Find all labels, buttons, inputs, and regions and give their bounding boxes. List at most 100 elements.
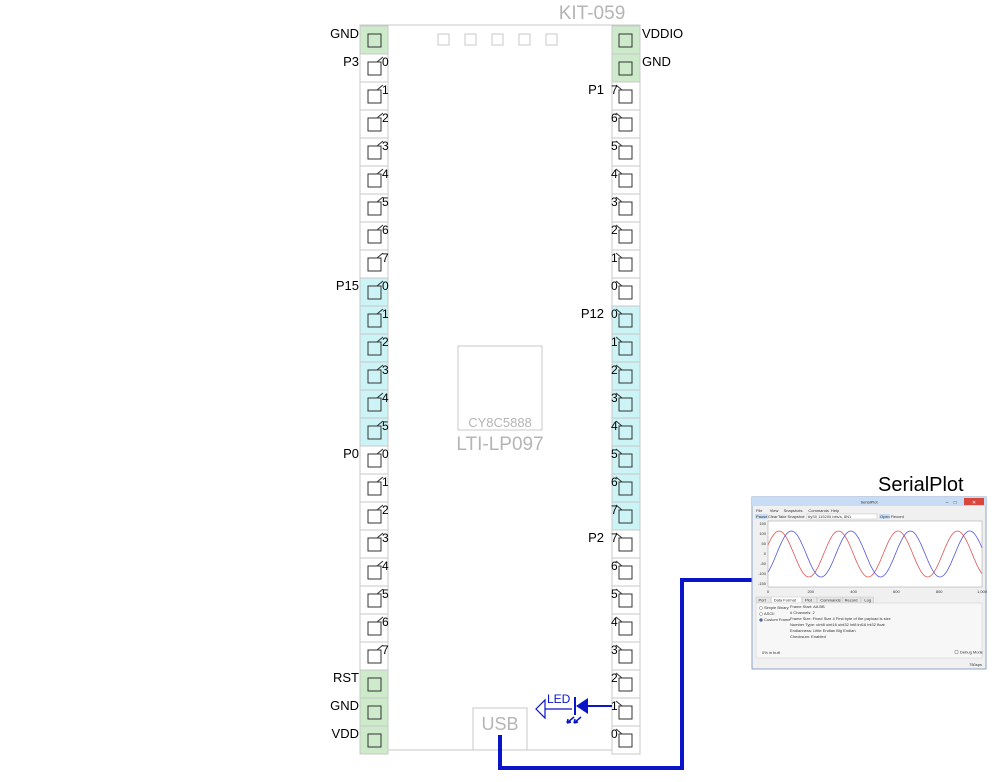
pin-pad [618, 285, 633, 300]
pin-pad [367, 509, 382, 524]
maximize-icon[interactable]: □ [953, 500, 956, 506]
pin-leader [615, 700, 623, 707]
pin-number: 0 [611, 307, 618, 321]
format-setting-row[interactable]: Frame Start: AA BB [790, 604, 825, 609]
left-pin-cell [359, 669, 389, 699]
pin-pad [367, 481, 382, 496]
right-pin-cell [611, 249, 641, 279]
buffer-status: 0% in buff [762, 650, 781, 655]
right-pin-cell [611, 529, 641, 559]
format-setting-row[interactable]: Number Type: uint8 uint16 uint32 int8 in… [790, 622, 886, 627]
pin-number: 2 [382, 503, 389, 517]
pin-leader [615, 224, 623, 231]
format-setting-row[interactable]: # Channels: 2 [790, 610, 815, 615]
right-pin-cell [611, 473, 641, 503]
header-pad [545, 33, 558, 46]
sine-series-red [767, 530, 983, 578]
plot-area[interactable] [767, 520, 983, 588]
pin-number: 7 [382, 643, 389, 657]
menu-item[interactable]: Snapshots [784, 508, 803, 513]
pin-pad [618, 313, 633, 328]
right-pin-cell [611, 53, 641, 83]
pin-leader [615, 364, 623, 371]
port-select[interactable] [806, 513, 878, 520]
chip-label: LTI-LP097 [456, 434, 543, 455]
y-tick-label: -50 [760, 561, 767, 566]
pin-pad [618, 341, 633, 356]
pin-number: 1 [611, 335, 618, 349]
pin-leader [376, 140, 384, 147]
left-pin-cell [359, 25, 389, 55]
menu-item[interactable]: Help [831, 508, 840, 513]
format-setting-row[interactable]: Checksum: Enabled [790, 634, 826, 639]
port-label: GND [642, 54, 671, 69]
pin-leader [615, 196, 623, 203]
pin-pad [618, 481, 633, 496]
left-pin-cell [359, 305, 389, 335]
right-pin-cell [611, 277, 641, 307]
toolbar-button[interactable]: ttyS0 115200 bits/s, 8N1 [808, 514, 852, 519]
pin-number: 1 [382, 83, 389, 97]
port-label: VDD [332, 726, 359, 741]
toolbar-button[interactable]: Take Snapshot [778, 514, 805, 519]
pin-pad [618, 61, 633, 76]
pin-number: 5 [382, 587, 389, 601]
format-radio[interactable] [759, 606, 763, 610]
pin-number: 1 [382, 307, 389, 321]
x-tick-label: 600 [893, 589, 900, 594]
pin-number: 5 [611, 587, 618, 601]
pin-pad [618, 733, 633, 748]
pin-leader [376, 504, 384, 511]
pin-number: 7 [611, 531, 618, 545]
board: KIT-059 CY8C5888 LTI-LP097 USB GND0P3123… [330, 3, 683, 755]
toolbar-button[interactable]: Record [891, 514, 904, 519]
format-radio[interactable] [759, 612, 763, 616]
debug-mode-label: Debug Mode [960, 650, 984, 655]
port-label: P2 [588, 530, 604, 545]
right-pin-cell [611, 25, 641, 55]
pin-leader [376, 532, 384, 539]
pin-number: 5 [611, 139, 618, 153]
pin-pad [367, 285, 382, 300]
menu-item[interactable]: Commands [808, 508, 828, 513]
pin-number: 0 [382, 55, 389, 69]
pin-pad [367, 705, 382, 720]
toolbar-button[interactable]: Clear [768, 514, 778, 519]
pin-number: 3 [611, 643, 618, 657]
pin-leader [376, 168, 384, 175]
toolbar-button[interactable]: Open [880, 514, 890, 519]
right-pin-cell [611, 697, 641, 727]
pin-pad [618, 173, 633, 188]
window-close-button[interactable] [964, 498, 984, 505]
pin-number: 2 [382, 335, 389, 349]
pin-pad [367, 117, 382, 132]
left-pin-cell [359, 417, 389, 447]
debug-mode-checkbox[interactable] [954, 650, 959, 654]
format-setting-row[interactable]: Frame Size: Fixed Size 4 First byte of t… [790, 616, 891, 621]
right-pin-cell [611, 193, 641, 223]
pin-leader [376, 420, 384, 427]
minimize-icon[interactable]: – [946, 500, 949, 506]
format-setting-row[interactable]: Endianness: Little Endian Big Endian [790, 628, 856, 633]
left-pin-cell [359, 557, 389, 587]
pin-number: 2 [611, 223, 618, 237]
sample-rate-status: 750sps [969, 662, 982, 667]
format-radio[interactable] [759, 618, 763, 622]
usb-serial-wire [498, 578, 752, 770]
menu-item[interactable]: File [756, 508, 763, 513]
pin-leader [376, 644, 384, 651]
pin-leader [615, 644, 623, 651]
menu-item[interactable]: View [770, 508, 779, 513]
left-pin-cell [359, 109, 389, 139]
pin-leader [376, 364, 384, 371]
pin-number: 2 [611, 363, 618, 377]
pin-leader [615, 392, 623, 399]
pin-pad [367, 257, 382, 272]
left-pin-cell [359, 501, 389, 531]
toolbar-button[interactable]: Pause [756, 514, 768, 519]
right-pin-cell [611, 305, 641, 335]
header-pad [464, 33, 477, 46]
pin-number: 0 [382, 279, 389, 293]
pin-number: 6 [611, 475, 618, 489]
